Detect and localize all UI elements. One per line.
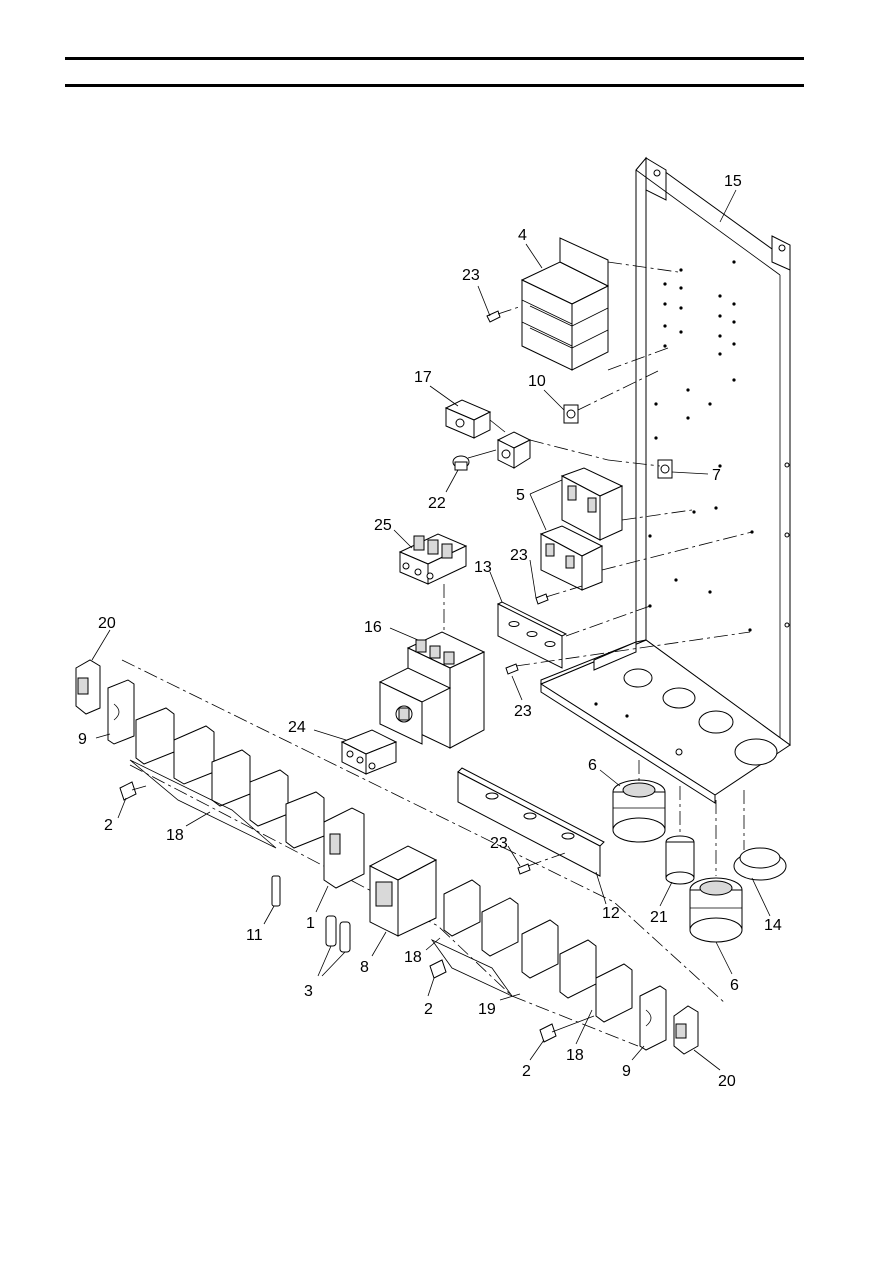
callout-23: 23 bbox=[514, 703, 532, 720]
callout-6: 6 bbox=[588, 757, 597, 774]
part-17-terminals bbox=[444, 399, 609, 469]
callout-15: 15 bbox=[724, 173, 742, 190]
callout-2: 2 bbox=[104, 817, 113, 834]
screw-22 bbox=[452, 449, 497, 471]
callout-2: 2 bbox=[522, 1063, 531, 1080]
leader-4b bbox=[607, 347, 669, 371]
part-12-din-rail bbox=[457, 767, 605, 877]
header-rule-top bbox=[65, 57, 804, 60]
part-24-aux-contact bbox=[340, 729, 398, 775]
callout-labels: 15 4 23 17 10 7 22 5 25 23 13 20 16 9 24… bbox=[78, 173, 782, 1090]
part-11-fuse bbox=[271, 875, 281, 907]
fuse-holder-row-right bbox=[430, 879, 633, 1023]
fuse-holder-row-left bbox=[129, 707, 325, 849]
callout-7: 7 bbox=[712, 467, 721, 484]
part-10-terminal bbox=[563, 369, 661, 424]
callout-18: 18 bbox=[566, 1047, 584, 1064]
part-21-nipple bbox=[665, 786, 695, 885]
callout-5: 5 bbox=[516, 487, 525, 504]
callout-21: 21 bbox=[650, 909, 668, 926]
part-9-left-endplate bbox=[107, 679, 135, 745]
part-8-block bbox=[368, 845, 438, 937]
part-14-plug bbox=[733, 790, 787, 881]
part-25-cover bbox=[398, 533, 468, 630]
callout-23: 23 bbox=[510, 547, 528, 564]
part-20-left-endstop bbox=[75, 659, 101, 715]
callout-4: 4 bbox=[518, 227, 527, 244]
mounting-plate bbox=[539, 156, 791, 804]
callout-6: 6 bbox=[730, 977, 739, 994]
part-1-fuse-holder bbox=[323, 807, 365, 889]
callout-9: 9 bbox=[78, 731, 87, 748]
callout-24: 24 bbox=[288, 719, 306, 736]
part-9-right-endplate bbox=[639, 985, 667, 1051]
part-16-motor-protector bbox=[378, 631, 486, 749]
callout-10: 10 bbox=[528, 373, 546, 390]
callout-25: 25 bbox=[374, 517, 392, 534]
callout-11: 11 bbox=[246, 927, 263, 944]
callout-22: 22 bbox=[428, 495, 446, 512]
part-2-bottom-screw bbox=[539, 1015, 595, 1043]
part-7-label bbox=[607, 459, 673, 479]
callout-19: 19 bbox=[478, 1001, 496, 1018]
leader-4 bbox=[607, 261, 679, 273]
part-6-gland-bottom bbox=[689, 800, 743, 943]
callout-1: 1 bbox=[306, 915, 315, 932]
header-rule-bottom bbox=[65, 84, 804, 87]
callout-2: 2 bbox=[424, 1001, 433, 1018]
screw-23-mid bbox=[535, 585, 583, 605]
part-4-heatsink bbox=[520, 237, 610, 371]
callout-16: 16 bbox=[364, 619, 382, 636]
part-5-brackets bbox=[539, 467, 753, 591]
part-20-right-endstop bbox=[673, 1005, 699, 1055]
screw-23-lower bbox=[505, 631, 751, 675]
callout-18: 18 bbox=[404, 949, 422, 966]
callout-9: 9 bbox=[622, 1063, 631, 1080]
assembly-axis-top bbox=[121, 659, 727, 1005]
screw-23-top bbox=[486, 305, 523, 323]
callout-18: 18 bbox=[166, 827, 184, 844]
part-13-din-rail bbox=[496, 601, 651, 669]
callout-8: 8 bbox=[360, 959, 369, 976]
part-3-fuses bbox=[317, 915, 351, 977]
callout-3: 3 bbox=[304, 983, 313, 1000]
screw-23-bottom bbox=[517, 851, 569, 875]
callout-20: 20 bbox=[718, 1073, 736, 1090]
part-2-middle-screw bbox=[429, 959, 447, 979]
callout-leaders bbox=[91, 189, 771, 1071]
part-6-gland-top bbox=[612, 760, 666, 843]
callout-23: 23 bbox=[462, 267, 480, 284]
part-2-left-screw bbox=[119, 781, 147, 801]
assembly-axis-bottom bbox=[129, 764, 639, 1047]
callout-14: 14 bbox=[764, 917, 782, 934]
callout-12: 12 bbox=[602, 905, 620, 922]
callout-23: 23 bbox=[490, 835, 508, 852]
callout-13: 13 bbox=[474, 559, 492, 576]
callout-20: 20 bbox=[98, 615, 116, 632]
callout-17: 17 bbox=[414, 369, 432, 386]
